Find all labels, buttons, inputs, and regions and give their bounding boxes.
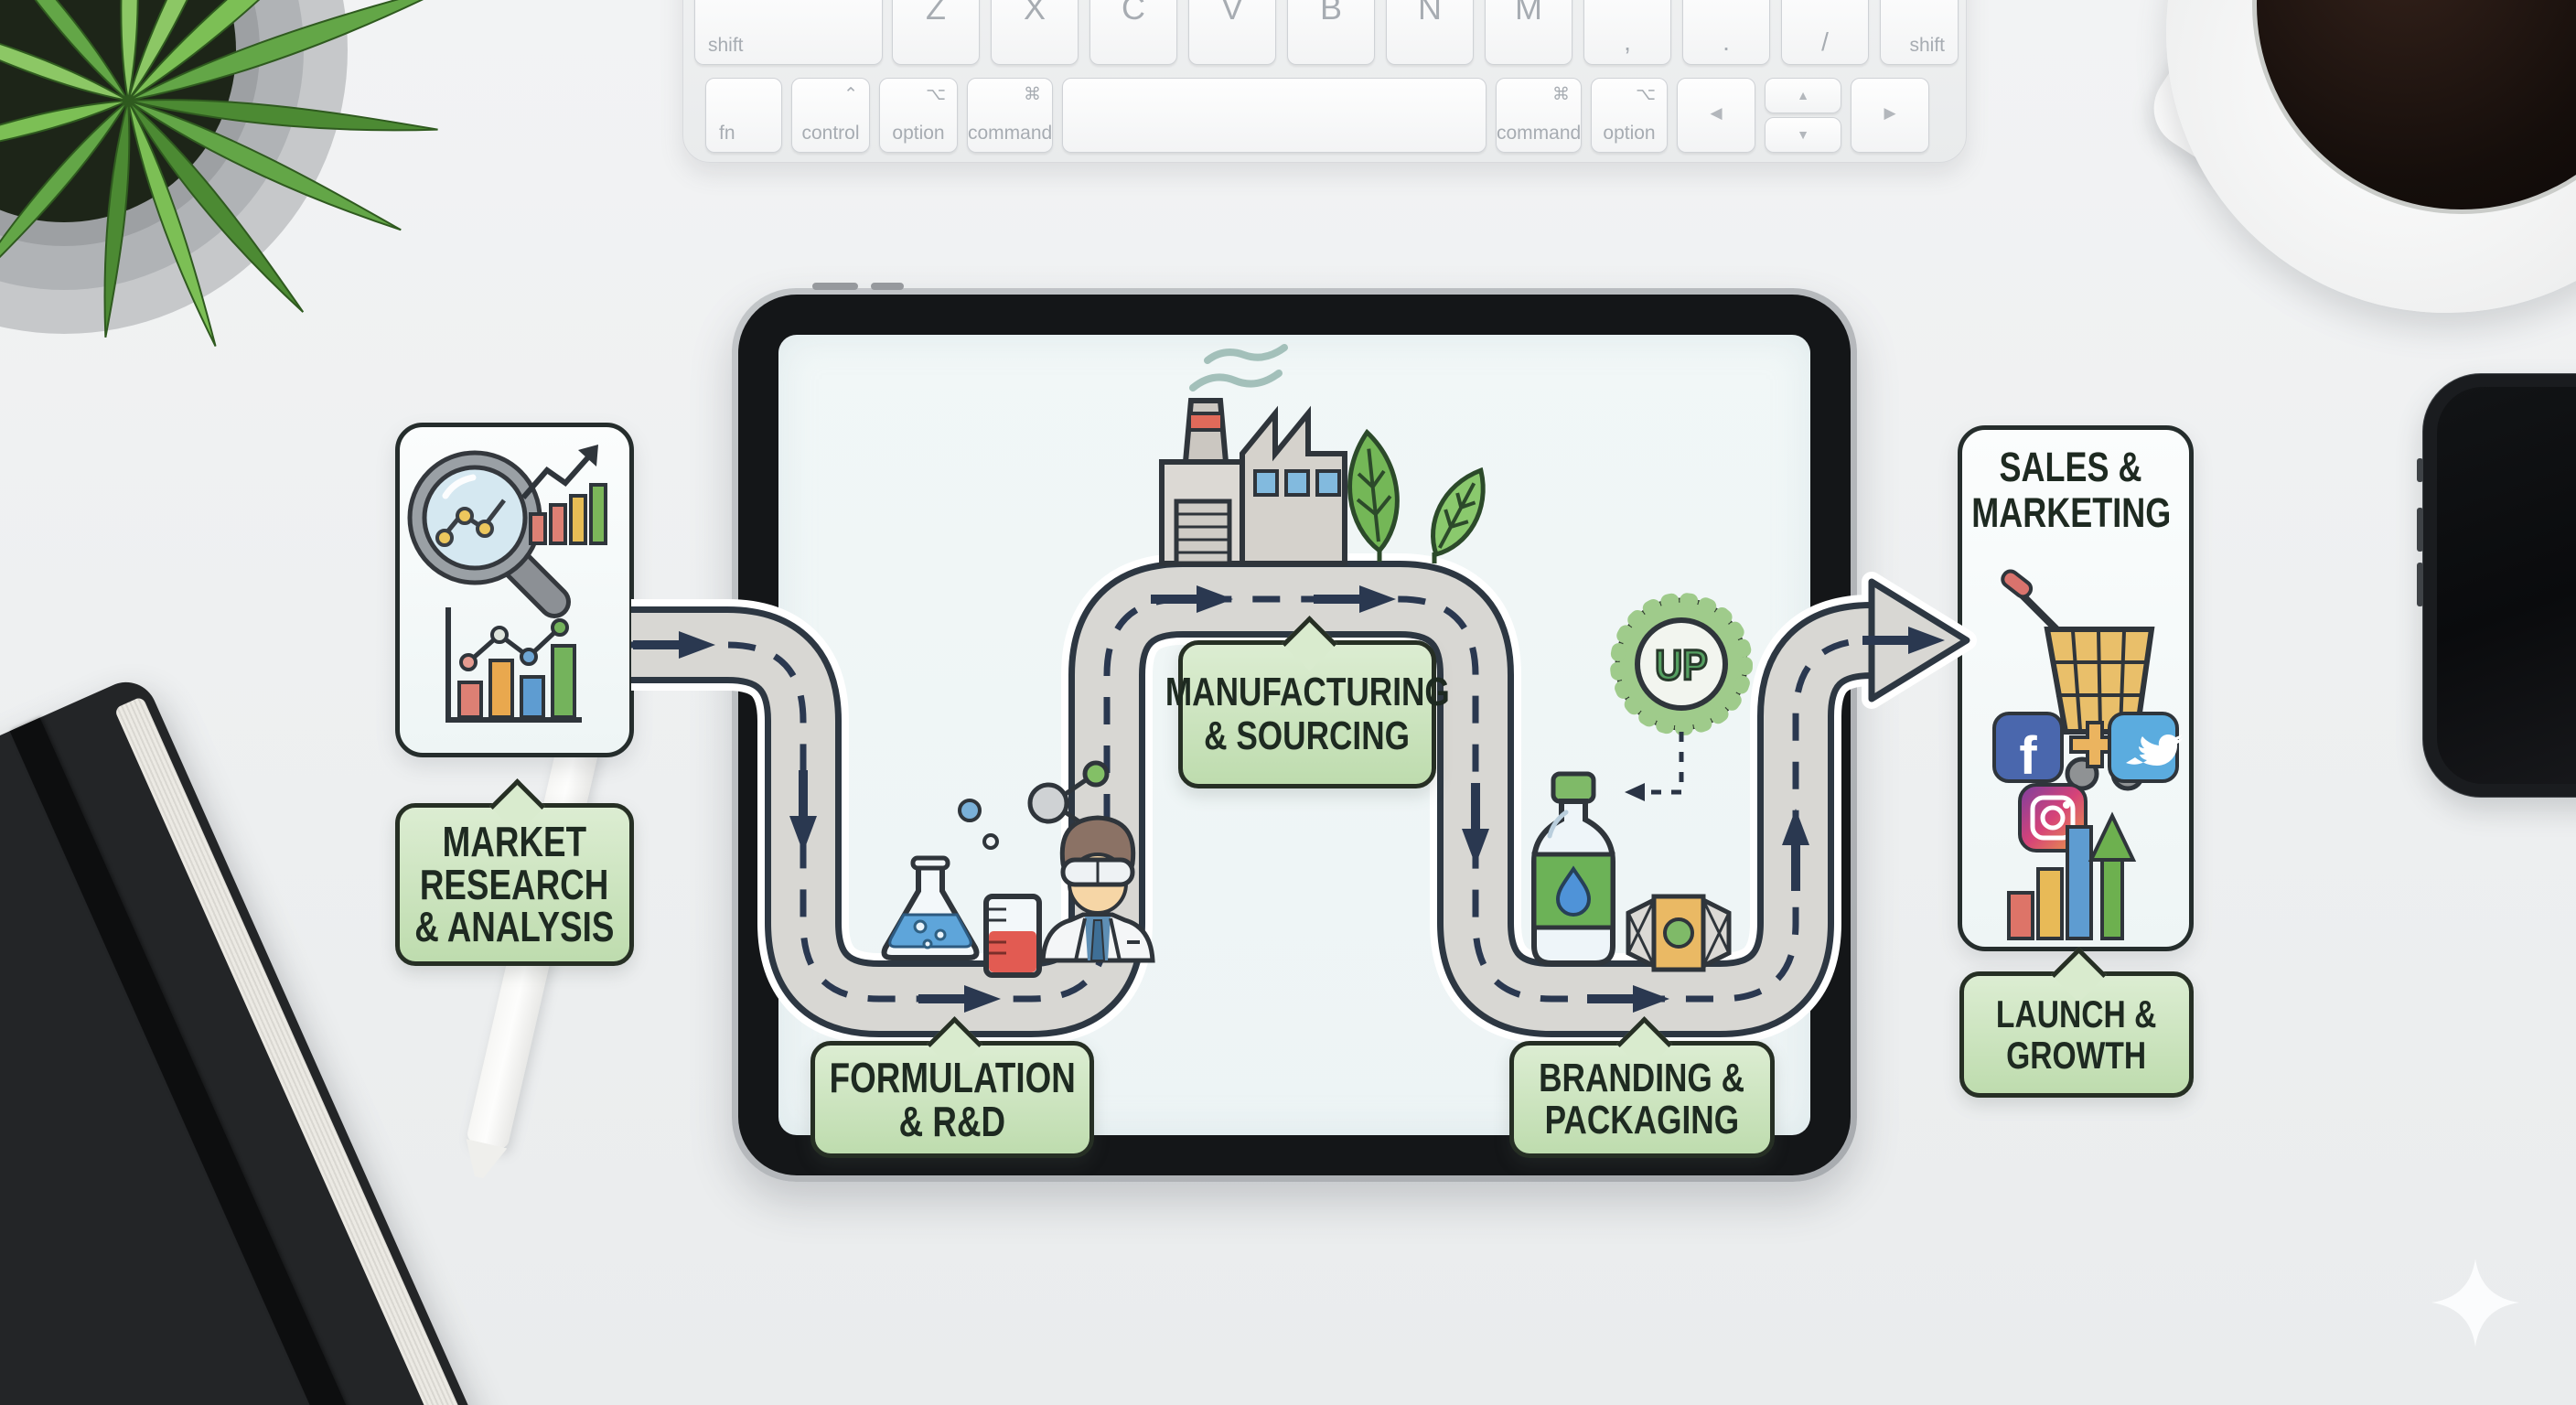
key-m: M <box>1485 0 1572 65</box>
key-z: Z <box>892 0 980 65</box>
smoke-icon <box>1189 344 1288 391</box>
key-v: V <box>1188 0 1276 65</box>
water-bottle-icon <box>1531 771 1615 966</box>
label-launch-growth: LAUNCH & GROWTH <box>1959 971 2194 1098</box>
key-b: B <box>1287 0 1375 65</box>
svg-text:f: f <box>2019 726 2037 786</box>
key-arrow-up: ▲ <box>1765 78 1841 113</box>
phone-volume-down-button <box>2417 563 2423 606</box>
flask-icon <box>881 855 980 960</box>
phone-icon <box>2417 373 2576 798</box>
coffee-mug-icon <box>2131 0 2576 384</box>
keyboard-icon: shift Z X C V B N M <, >. ?/ shift fn ⌃c… <box>682 0 1967 163</box>
key-arrow-left: ◀ <box>1677 78 1755 153</box>
road-path <box>631 553 1977 1045</box>
package-icon <box>1626 894 1732 972</box>
up-badge-monogram: UP <box>1654 640 1709 691</box>
key-arrow-down: ▼ <box>1765 117 1841 153</box>
phone-volume-up-button <box>2417 508 2423 552</box>
scientist-icon <box>1040 815 1155 963</box>
key-c: C <box>1089 0 1177 65</box>
magnifier-icon <box>407 450 571 618</box>
key-command-right: ⌘command <box>1496 78 1582 153</box>
key-shift-left: shift <box>694 0 883 65</box>
road-dashed-centerline <box>631 595 1883 1003</box>
bar-chart-line-icon <box>445 607 582 723</box>
label-manufacturing: MANUFACTURING & SOURCING <box>1165 640 1449 788</box>
beaker-icon <box>983 894 1042 978</box>
key-shift-right: shift <box>1880 0 1959 65</box>
tablet-power-button <box>871 283 904 290</box>
key-comma: <, <box>1583 0 1671 65</box>
phone-screen <box>2437 387 2576 784</box>
key-option-left: ⌥option <box>879 78 958 153</box>
key-fn: fn <box>705 78 782 153</box>
key-option-right: ⌥option <box>1591 78 1668 153</box>
leaf-icon <box>1347 428 1486 563</box>
key-period: >. <box>1682 0 1770 65</box>
label-formulation: FORMULATION & R&D <box>810 1041 1094 1158</box>
sales-panel-title: SALES & MARKETING <box>1971 444 2172 536</box>
key-n: N <box>1386 0 1474 65</box>
factory-icon <box>1159 398 1347 566</box>
up-badge-icon <box>1610 593 1753 735</box>
tablet-volume-button <box>812 283 858 290</box>
key-x: X <box>991 0 1079 65</box>
label-market-research: MARKET RESEARCH & ANALYSIS <box>395 803 634 966</box>
plant-icon <box>0 0 456 347</box>
sparkle-icon <box>2431 1259 2519 1346</box>
badge-connector-arrow <box>1625 732 1684 801</box>
label-branding: BRANDING & PACKAGING <box>1509 1041 1775 1158</box>
twitter-icon <box>2108 712 2183 783</box>
key-control: ⌃control <box>791 78 870 153</box>
key-arrow-right: ▶ <box>1851 78 1929 153</box>
bar-chart-trend-icon <box>521 445 607 545</box>
growth-arrow-chart-icon <box>2007 811 2137 940</box>
facebook-icon: f <box>1992 712 2064 786</box>
key-spacebar <box>1062 78 1487 153</box>
phone-mute-switch <box>2417 458 2423 482</box>
key-slash: ?/ <box>1781 0 1869 65</box>
key-command-left: ⌘command <box>967 78 1053 153</box>
